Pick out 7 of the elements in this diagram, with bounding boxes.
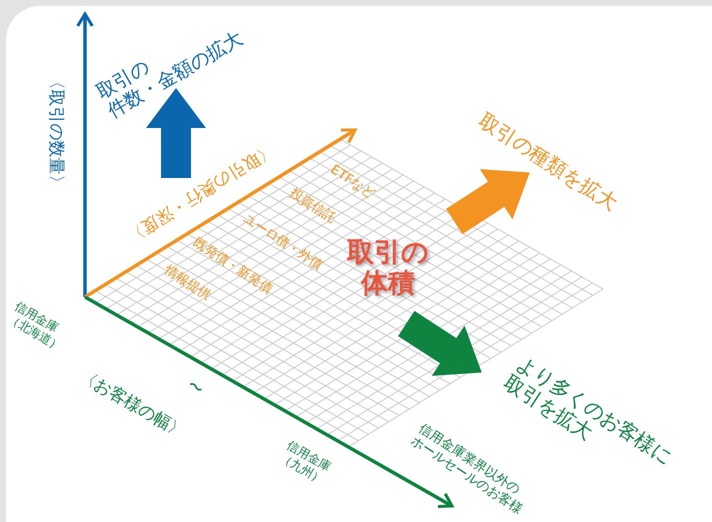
axis-caption: 取引の種類を拡大 bbox=[474, 108, 622, 216]
customer-label: 信用金庫（九州） bbox=[277, 439, 333, 487]
customer-label: 信用金庫（北海道） bbox=[5, 300, 66, 354]
center-title: 取引の体積 bbox=[347, 236, 429, 300]
axis-caption: 取引の件数・金額の拡大 bbox=[93, 26, 247, 123]
category-label: 情報提供 bbox=[161, 264, 213, 304]
axis-title: 〈取引の数量〉 bbox=[45, 72, 65, 192]
